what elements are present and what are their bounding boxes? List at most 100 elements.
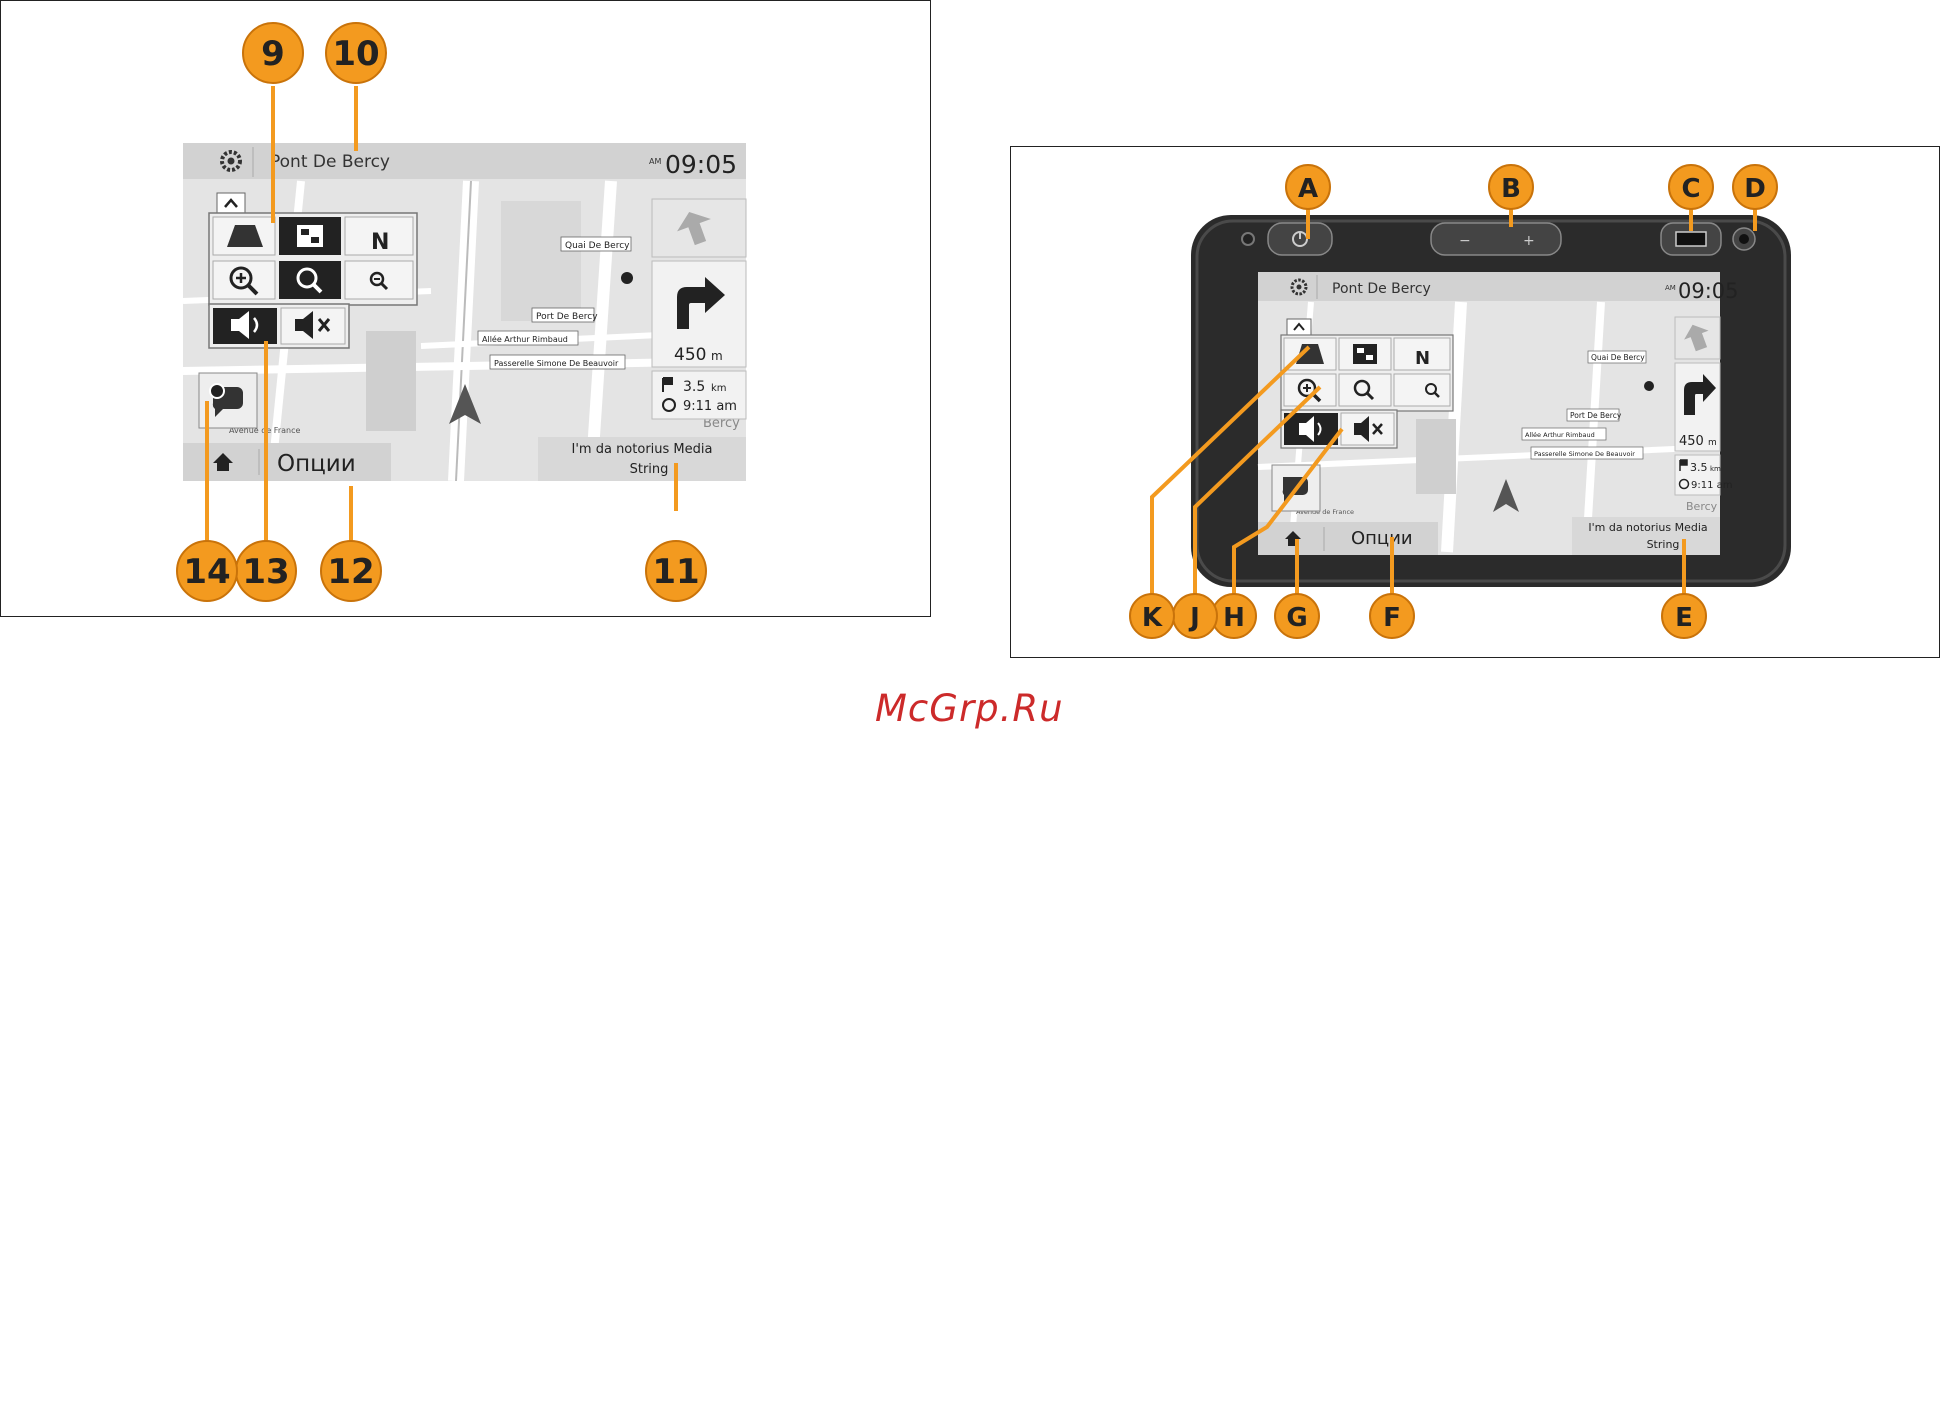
- clock: 09:05: [1678, 279, 1739, 303]
- left-figure-panel: Pont De Bercy AM 09:05 Quai De Bercy Por…: [0, 0, 931, 617]
- time-prefix: AM: [1665, 284, 1676, 292]
- north-icon: N: [371, 230, 389, 255]
- remaining-unit: km: [711, 383, 727, 394]
- position-arrow-icon: [449, 384, 481, 424]
- next-distance-unit: m: [1708, 438, 1717, 448]
- trip-info-panel: 3.5 km 9:11 am: [1674, 454, 1733, 496]
- callout-D: D: [1732, 164, 1778, 210]
- watermark: McGrp.Ru: [875, 687, 1064, 730]
- map-label: Passerelle Simone De Beauvoir: [494, 359, 619, 368]
- svg-text:14: 14: [183, 552, 230, 592]
- svg-text:F: F: [1383, 603, 1401, 633]
- callout-13: 13: [235, 540, 297, 602]
- map-label: Quai De Bercy: [565, 241, 630, 251]
- settings-gear-icon[interactable]: [1290, 278, 1308, 296]
- callout-H: H: [1211, 593, 1257, 639]
- svg-text:9: 9: [261, 34, 285, 74]
- zoom-out-icon: [369, 271, 385, 287]
- flag-icon: [662, 377, 673, 392]
- svg-text:10: 10: [332, 34, 379, 74]
- zoom-in-icon: [1297, 378, 1317, 398]
- svg-text:12: 12: [327, 552, 374, 592]
- zoom-out-button[interactable]: [1393, 373, 1451, 407]
- previous-maneuver-button[interactable]: [651, 198, 747, 258]
- view-2d-button[interactable]: [1338, 337, 1392, 371]
- top-bar: [1258, 272, 1720, 301]
- usb-icon: [1675, 231, 1707, 247]
- turn-left-icon: [1684, 324, 1709, 352]
- svg-text:E: E: [1675, 603, 1693, 633]
- next-distance-unit: m: [711, 349, 723, 363]
- turn-right-icon: [677, 277, 725, 329]
- aux-icon: [1739, 234, 1749, 244]
- callout-9: 9: [242, 22, 304, 84]
- svg-text:13: 13: [242, 552, 289, 592]
- callout-J: J: [1172, 593, 1218, 639]
- collapse-chevron-button[interactable]: [216, 192, 246, 214]
- svg-text:J: J: [1188, 603, 1200, 633]
- collapse-chevron-button[interactable]: [1286, 318, 1312, 336]
- remaining-distance: 3.5: [1690, 461, 1708, 474]
- callout-C: C: [1668, 164, 1714, 210]
- options-button[interactable]: Опции: [1351, 528, 1413, 549]
- volume-rocker[interactable]: − +: [1430, 222, 1562, 256]
- map-label: Allée Arthur Rimbaud: [482, 334, 568, 344]
- sound-on-button[interactable]: [1284, 413, 1338, 445]
- svg-text:D: D: [1744, 174, 1766, 204]
- mute-button[interactable]: [280, 307, 346, 345]
- time-prefix: AM: [649, 157, 661, 166]
- previous-maneuver-button[interactable]: [1674, 316, 1721, 360]
- map-3d-icon: [1296, 344, 1324, 364]
- options-button[interactable]: Опции: [277, 451, 356, 477]
- map-label-group: Quai De Bercy Port De Bercy Allée Arthur…: [229, 236, 740, 435]
- map-label: Allée Arthur Rimbaud: [1525, 431, 1595, 439]
- speaker-icon: [1299, 416, 1314, 442]
- zoom-in-icon: [229, 266, 253, 290]
- remaining-unit: km: [1710, 465, 1721, 473]
- zoom-in-button[interactable]: [212, 260, 276, 300]
- right-figure-panel: − + Pont De Bercy AM 09:05 Quai De Bercy…: [1010, 146, 1940, 658]
- zoom-in-button[interactable]: [1283, 373, 1337, 407]
- svg-text:11: 11: [652, 552, 699, 592]
- settings-gear-icon[interactable]: [220, 150, 242, 172]
- street-name: Pont De Bercy: [270, 152, 390, 172]
- speaker-icon: [231, 311, 249, 339]
- svg-text:H: H: [1223, 603, 1245, 633]
- callout-leaders: [1150, 189, 1757, 617]
- media-bar[interactable]: [538, 437, 746, 481]
- media-bar[interactable]: [1572, 517, 1720, 555]
- turn-left-icon: [677, 212, 711, 246]
- eta: 9:11 am: [1691, 480, 1733, 491]
- zoom-reset-button[interactable]: [279, 261, 341, 299]
- flag-icon: [1679, 459, 1688, 471]
- north-up-button[interactable]: N: [1393, 337, 1451, 371]
- zoom-reset-button[interactable]: [1338, 373, 1392, 407]
- view-2d-button[interactable]: [279, 217, 341, 255]
- mute-button[interactable]: [1340, 412, 1395, 446]
- callout-11: 11: [645, 540, 707, 602]
- aux-jack[interactable]: [1732, 227, 1756, 251]
- left-figure-svg: Pont De Bercy AM 09:05 Quai De Bercy Por…: [176, 22, 747, 602]
- map-label-group: Quai De Bercy Port De Bercy Allée Arthur…: [1296, 350, 1718, 516]
- next-distance: 450: [1679, 434, 1704, 449]
- view-3d-button[interactable]: [212, 216, 276, 256]
- media-subtitle: String: [630, 462, 669, 477]
- usb-port[interactable]: [1660, 222, 1722, 256]
- mute-icon: [1354, 416, 1369, 442]
- map-label: Bercy: [1686, 500, 1718, 513]
- home-button[interactable]: [213, 453, 233, 471]
- home-icon: [213, 453, 233, 471]
- north-icon: N: [1415, 348, 1430, 369]
- callout-markers: A B C D E F G H J K: [1129, 164, 1778, 639]
- clock-icon: [1678, 478, 1690, 490]
- north-up-button[interactable]: N: [344, 216, 414, 256]
- callout-12: 12: [320, 540, 382, 602]
- trip-info-panel: 3.5 km 9:11 am: [651, 370, 747, 420]
- power-button[interactable]: [1267, 222, 1333, 256]
- map-label: Port De Bercy: [1570, 411, 1622, 420]
- position-arrow-icon: [1493, 479, 1519, 512]
- map-label: Passerelle Simone De Beauvoir: [1534, 450, 1635, 458]
- media-title: I'm da notorius Media: [572, 442, 713, 457]
- sound-on-button[interactable]: [213, 308, 277, 344]
- zoom-out-button[interactable]: [344, 260, 414, 300]
